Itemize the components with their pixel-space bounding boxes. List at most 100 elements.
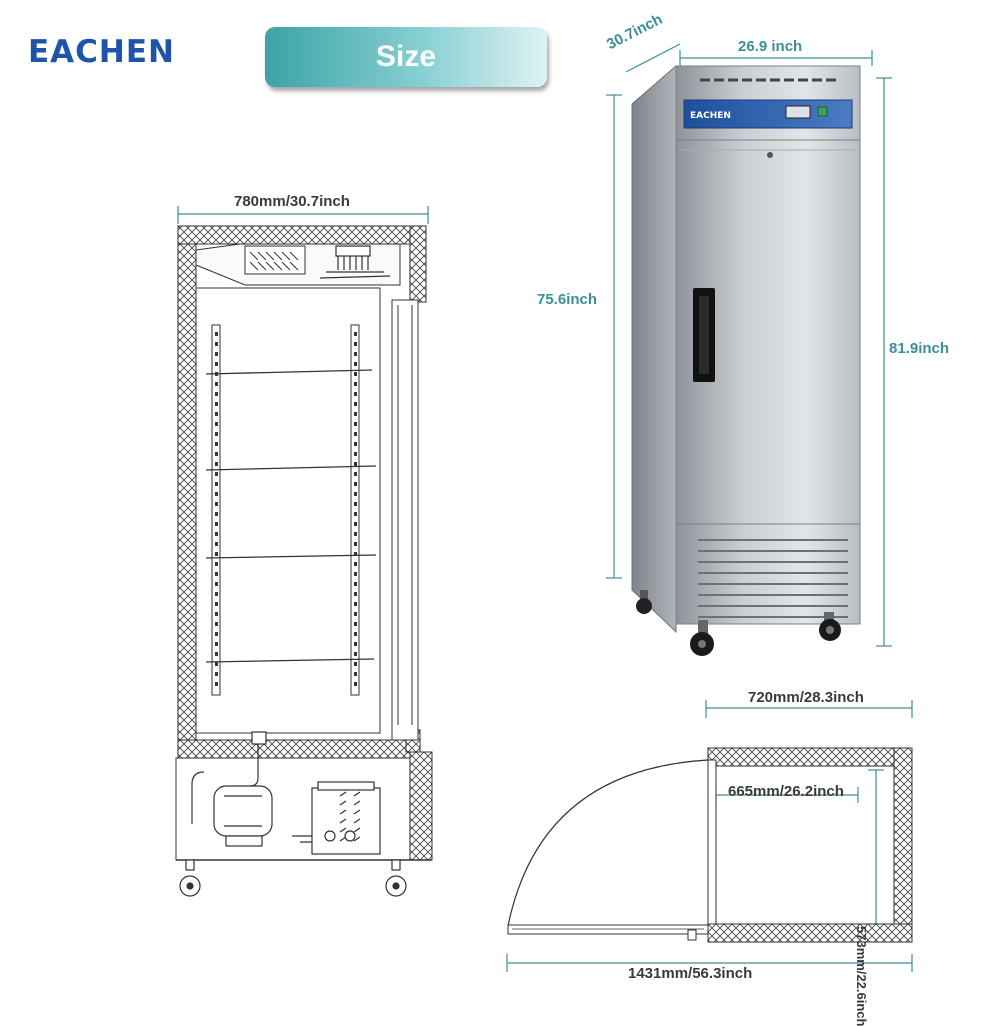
rail-slot [215, 612, 218, 616]
hatched-wall-bottom [177, 739, 415, 759]
rail-slot [215, 532, 218, 536]
condenser-fin [339, 791, 361, 797]
rail-slot [354, 412, 357, 416]
rail-slot [354, 362, 357, 366]
rail-slot [354, 672, 357, 676]
rail-slot [354, 442, 357, 446]
rail-slot [215, 492, 218, 496]
rail-slot [354, 582, 357, 586]
rail-slot [354, 522, 357, 526]
top-view-drawing [506, 700, 913, 972]
rail-slot [215, 432, 218, 436]
condenser-fin [339, 809, 361, 815]
rail-slot [354, 642, 357, 646]
hatched-wall-left [177, 225, 197, 759]
rail-slot [215, 332, 218, 336]
rail-slot [354, 682, 357, 686]
rail-slot [354, 382, 357, 386]
rail-slot [354, 392, 357, 396]
outer-width-label: 720mm/28.3inch [748, 689, 864, 706]
brand-logo: EACHEN [28, 34, 175, 70]
rail-slot [215, 412, 218, 416]
rail-slot [215, 602, 218, 606]
rail-slot [215, 632, 218, 636]
fan-icon [319, 245, 391, 279]
rail-slot [354, 592, 357, 596]
top-view-front-wall [707, 923, 913, 943]
open-door [507, 924, 709, 935]
rail-slot [354, 602, 357, 606]
page-title: Size [265, 27, 547, 87]
inner-depth-label: 573mm/22.6inch [854, 926, 869, 1026]
side-section-drawing [175, 206, 433, 897]
hatched-wall-top [177, 225, 419, 245]
rail-slot [215, 582, 218, 586]
cabinet-height-label: 75.6inch [537, 291, 598, 308]
rail-slot [354, 402, 357, 406]
rail-slot [354, 572, 357, 576]
door-section [391, 299, 419, 741]
side-width-label: 780mm/30.7inch [234, 193, 350, 210]
shelves [205, 369, 377, 663]
rail-slot [215, 342, 218, 346]
rail-slot [354, 332, 357, 336]
rail-slot [354, 472, 357, 476]
rail-slot [215, 462, 218, 466]
rail-slot [354, 562, 357, 566]
rail-slot [354, 662, 357, 666]
rail-slot [215, 552, 218, 556]
rail-slot [354, 482, 357, 486]
rail-slot [354, 342, 357, 346]
top-view-side-wall [893, 747, 913, 943]
rail-slot [215, 542, 218, 546]
rail-slot [215, 472, 218, 476]
rail-slot [354, 452, 357, 456]
rail-slot [215, 662, 218, 666]
condenser-fin [339, 800, 361, 806]
rail-slot [354, 632, 357, 636]
rail-slot [215, 392, 218, 396]
condenser-fin [339, 827, 361, 833]
rail-slots [215, 332, 357, 686]
caster-wheel-icon [636, 590, 841, 656]
caster-wheel-icon [179, 859, 407, 897]
rail-slot [215, 562, 218, 566]
rail-slot [354, 432, 357, 436]
power-switch-icon [817, 106, 828, 117]
panel-brand-text: EACHEN [690, 111, 731, 121]
top-view-back-wall [707, 747, 913, 767]
rail-slot [354, 512, 357, 516]
depth-dimension-line [625, 43, 681, 73]
freezer-photo: EACHEN [606, 43, 892, 656]
rail-slot [215, 382, 218, 386]
temperature-display [785, 105, 811, 119]
rail-slot [354, 462, 357, 466]
rail-slot [215, 482, 218, 486]
shelf-rails [211, 324, 360, 696]
rail-slot [354, 532, 357, 536]
rail-slot [215, 452, 218, 456]
total-height-label: 81.9inch [889, 340, 950, 357]
rail-slot [354, 622, 357, 626]
rail-slot [215, 622, 218, 626]
rail-slot [215, 442, 218, 446]
rail-slot [354, 492, 357, 496]
hatched-wall-door-top [409, 225, 427, 303]
rail-slot [215, 352, 218, 356]
inner-width-label: 665mm/26.2inch [728, 783, 844, 800]
rail-slot [354, 652, 357, 656]
cabinet-side-panel [631, 64, 677, 634]
rail-slot [215, 572, 218, 576]
compressor-icon [191, 731, 273, 847]
rail-slot [354, 372, 357, 376]
rail-slot [215, 422, 218, 426]
rail-slot [215, 362, 218, 366]
width-label: 26.9 inch [738, 38, 803, 55]
condenser-fin [339, 818, 361, 824]
lock-icon [767, 152, 773, 158]
rail-slot [215, 592, 218, 596]
rail-slot [215, 522, 218, 526]
rail-slot [215, 672, 218, 676]
door-open-width-label: 1431mm/56.3inch [628, 965, 753, 982]
evaporator-coil [244, 245, 306, 275]
